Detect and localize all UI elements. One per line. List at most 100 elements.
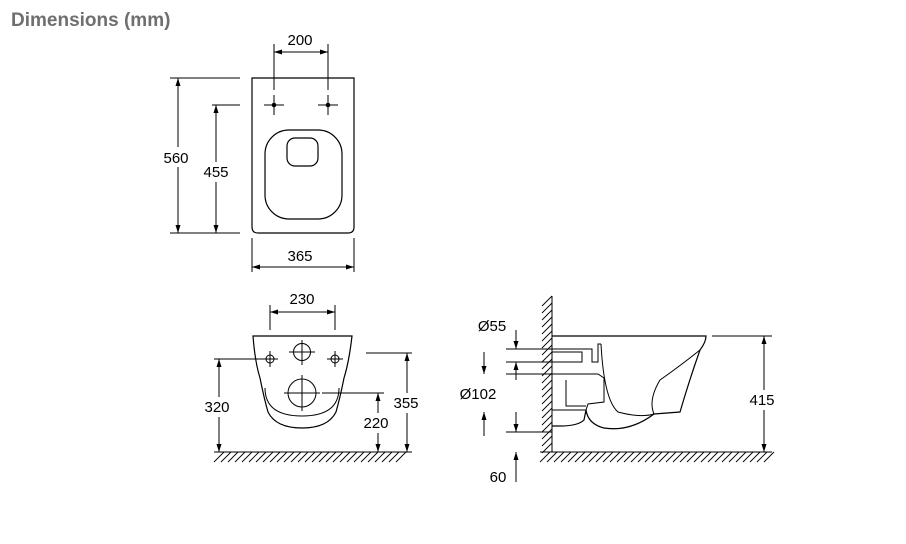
hatch-line (602, 451, 614, 463)
hatch-line (595, 451, 607, 463)
hatch-line (541, 323, 553, 335)
fixing-point-right (318, 95, 338, 115)
fixing-hole-right (327, 351, 343, 367)
hatch-line (546, 451, 558, 463)
hatch-line (381, 451, 393, 463)
hatch-line (609, 451, 621, 463)
bowl-inner-curve (264, 387, 340, 417)
hatch-line (360, 451, 372, 463)
dimensions-title: Dimensions (mm) (11, 10, 171, 31)
hatch-line (541, 386, 553, 398)
side-view: Ø55 Ø102 60 415 (460, 295, 780, 486)
hatch-line (290, 451, 302, 463)
fixing-spacing-label: 200 (287, 32, 312, 49)
hatch-line (325, 451, 337, 463)
hatch-line (560, 451, 572, 463)
hatch-line (346, 451, 358, 463)
inlet-pipe (552, 351, 583, 363)
outlet-connector (552, 373, 605, 411)
front-view-outline (252, 335, 353, 429)
hatch-line (332, 451, 344, 463)
rim-height-front-label: 355 (393, 395, 418, 412)
hatch-line (700, 451, 712, 463)
hatch-line (644, 451, 656, 463)
hatch-line (567, 451, 579, 463)
side-bowl-curve (600, 343, 655, 417)
hatch-line (742, 451, 754, 463)
hatch-line (693, 451, 705, 463)
outlet-opening (284, 375, 320, 411)
wall-hatch (541, 295, 553, 454)
inlet-connector (552, 343, 601, 363)
inlet-opening (289, 340, 315, 365)
hatch-line (395, 451, 407, 463)
hatch-line (311, 451, 323, 463)
hatch-line (541, 379, 553, 391)
hatch-line (637, 451, 649, 463)
hatch-line (248, 451, 260, 463)
hatch-line (541, 344, 553, 356)
rim-height-side-label: 415 (749, 392, 774, 409)
top-view: 200 560 455 365 (160, 32, 355, 272)
hatch-line (297, 451, 309, 463)
hatch-line (728, 451, 740, 463)
overall-width-label: 365 (287, 248, 312, 265)
outlet-offset-label: 60 (490, 469, 507, 486)
hatch-line (353, 451, 365, 463)
fixing-height-label: 320 (204, 399, 229, 416)
hatch-line (213, 451, 225, 463)
hatch-line (541, 435, 553, 447)
hatch-line (541, 295, 553, 307)
hatch-line (541, 400, 553, 412)
hatch-line (541, 372, 553, 384)
fixing-point-left (264, 95, 284, 115)
hatch-line (588, 451, 600, 463)
hatch-line (541, 316, 553, 328)
hatch-line (234, 451, 246, 463)
hatch-line (735, 451, 747, 463)
hatch-line (541, 302, 553, 314)
hatch-line (539, 451, 551, 463)
inlet-diameter-label: Ø55 (478, 318, 506, 335)
side-view-outline (552, 335, 707, 430)
hatch-line (707, 451, 719, 463)
hatch-line (541, 428, 553, 440)
hatch-line (679, 451, 691, 463)
hatch-line (269, 451, 281, 463)
hatch-line (262, 451, 274, 463)
hatch-line (227, 451, 239, 463)
overall-length-label: 560 (163, 150, 188, 167)
front-fixing-spacing-label: 230 (289, 291, 314, 308)
front-floor-hatch (213, 451, 407, 463)
front-view: 230 320 220 355 (200, 291, 423, 463)
hatch-line (541, 309, 553, 321)
hatch-line (686, 451, 698, 463)
hatch-line (541, 351, 553, 363)
outlet-pipe (565, 380, 586, 407)
hatch-line (630, 451, 642, 463)
hatch-line (541, 442, 553, 454)
hatch-line (541, 337, 553, 349)
hatch-line (304, 451, 316, 463)
hatch-line (541, 358, 553, 370)
hatch-line (714, 451, 726, 463)
hatch-line (318, 451, 330, 463)
hatch-line (623, 451, 635, 463)
fixing-hole-left (262, 351, 278, 367)
hatch-line (541, 421, 553, 433)
bowl-opening (286, 137, 319, 167)
hatch-line (721, 451, 733, 463)
outlet-height-label: 220 (363, 415, 388, 432)
seat-outline (264, 129, 343, 220)
top-view-outline (251, 77, 355, 234)
hatch-line (665, 451, 677, 463)
hatch-line (541, 393, 553, 405)
side-floor-hatch (539, 451, 775, 463)
hatch-line (651, 451, 663, 463)
hatch-line (367, 451, 379, 463)
hatch-line (283, 451, 295, 463)
hatch-line (541, 330, 553, 342)
hatch-line (220, 451, 232, 463)
outlet-diameter-label: Ø102 (460, 386, 497, 403)
